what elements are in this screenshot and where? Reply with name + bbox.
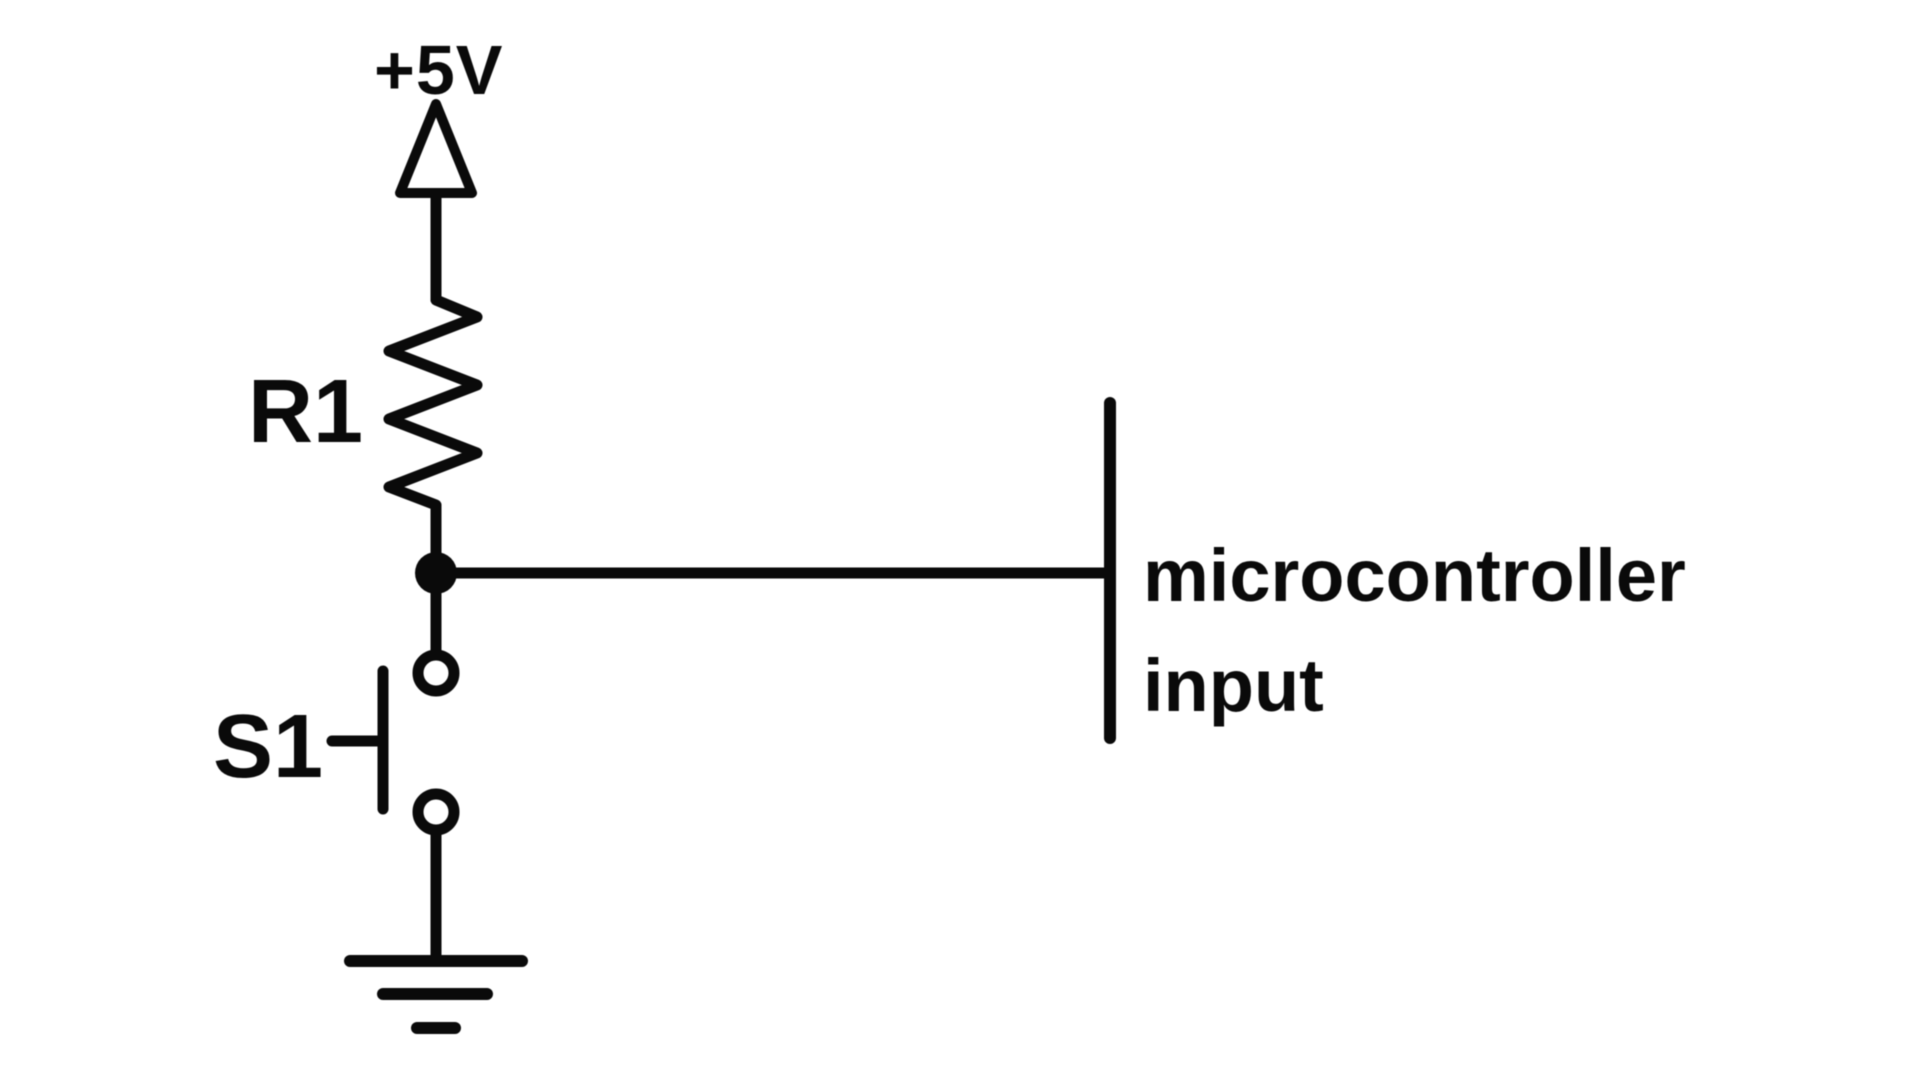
microcontroller-input-label: microcontroller input <box>1143 521 1686 741</box>
ground-symbol <box>344 955 528 1034</box>
resistor-symbol <box>383 294 483 511</box>
switch-top-contact <box>412 649 460 697</box>
resistor-label: R1 <box>248 362 364 462</box>
vcc-triangle-symbol <box>395 99 477 198</box>
switch-label: S1 <box>213 697 324 797</box>
microcontroller-input-label-line1: microcontroller <box>1143 534 1686 617</box>
switch-bottom-contact <box>412 788 460 836</box>
microcontroller-input-label-line2: input <box>1143 644 1324 727</box>
power-label: +5V <box>374 31 504 109</box>
